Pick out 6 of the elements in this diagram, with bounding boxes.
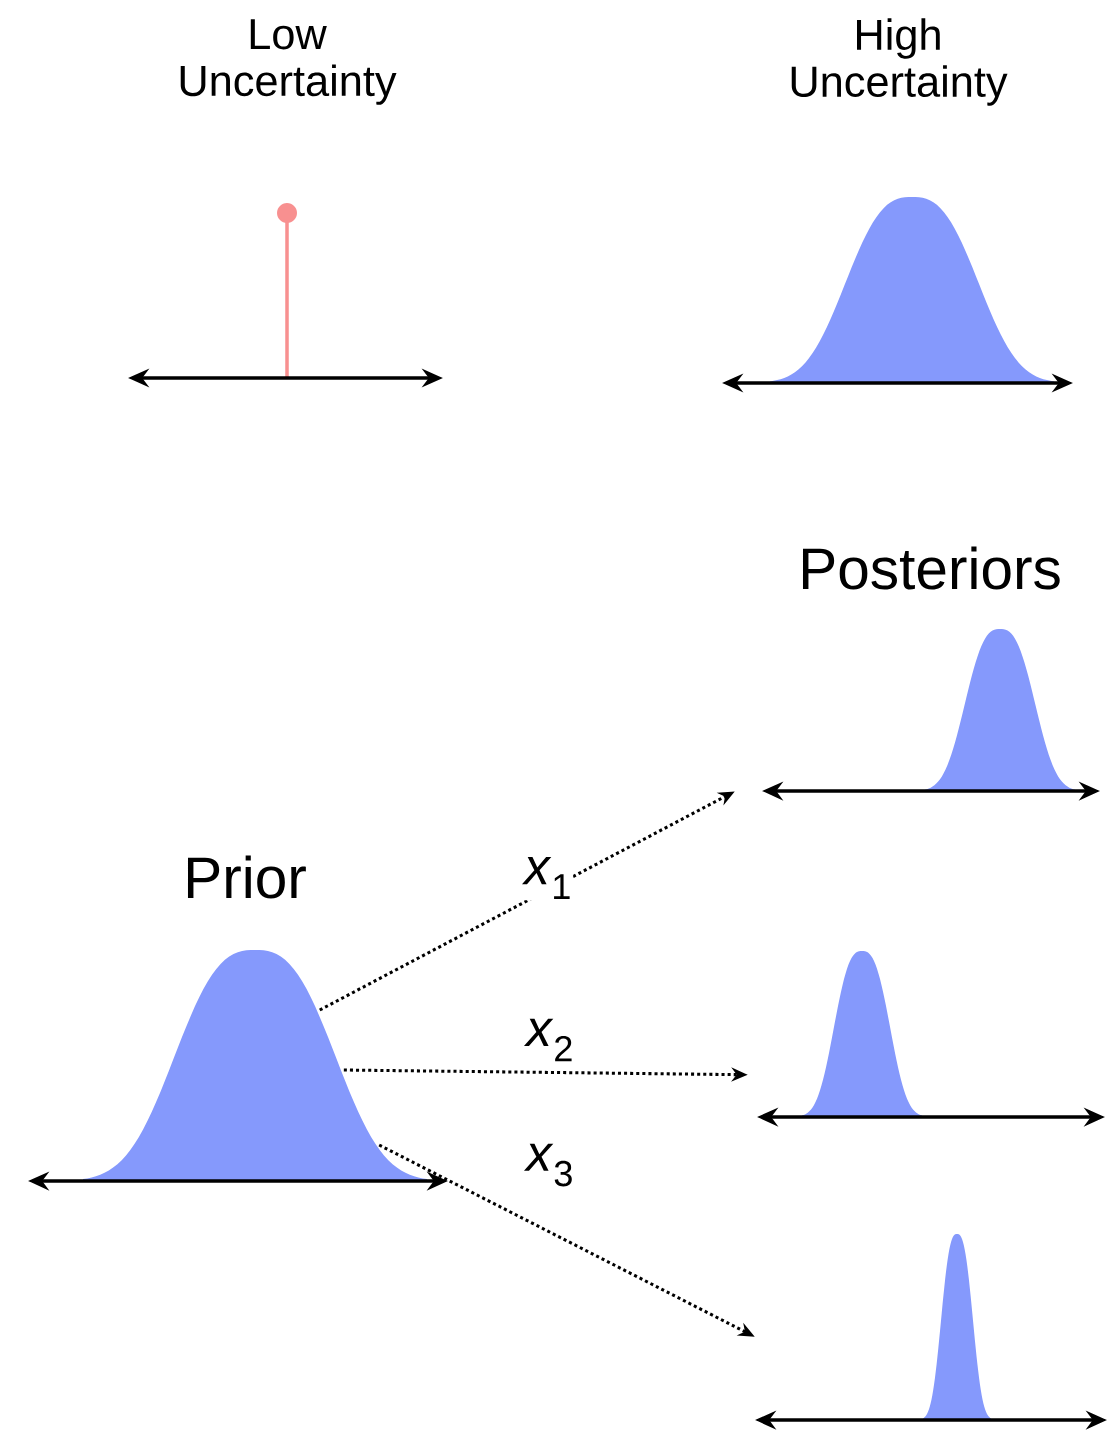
edge-label: x$_{3}$ — [524, 1143, 572, 1187]
plot-heading: Prior — [188, 855, 306, 899]
edge-label: x$_{1}$ — [522, 857, 570, 899]
edge-label: x$_{2}$ — [524, 1018, 572, 1062]
text-label: Low Uncertainty — [180, 19, 397, 105]
text-label: High Uncertainty — [791, 18, 1008, 106]
